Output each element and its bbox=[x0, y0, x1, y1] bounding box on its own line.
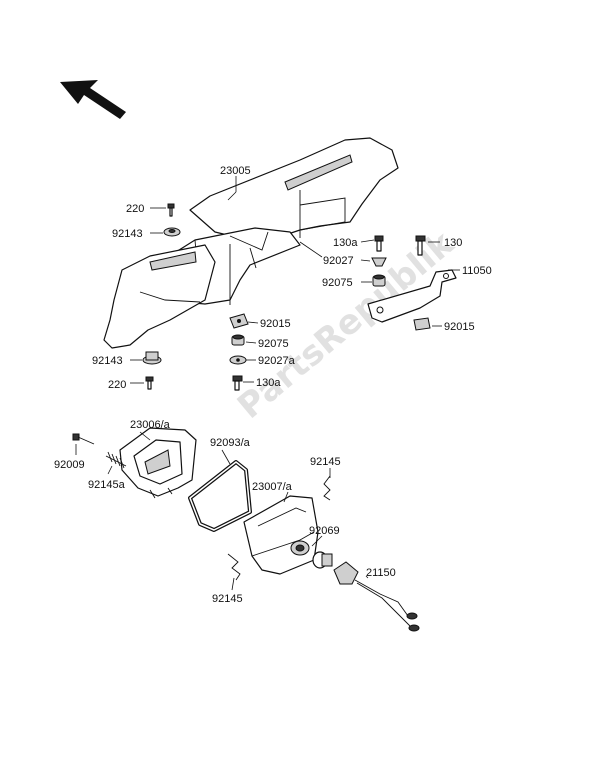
washer-92027a bbox=[229, 355, 247, 365]
label-92075-mid: 92075 bbox=[258, 338, 289, 350]
label-11050: 11050 bbox=[462, 265, 492, 277]
label-220-bot: 220 bbox=[108, 379, 126, 391]
housing-frame-23006a bbox=[119, 427, 197, 499]
label-130: 130 bbox=[444, 237, 462, 249]
bolt-130 bbox=[415, 235, 426, 256]
spring-92145-right bbox=[323, 475, 331, 501]
bolt-130a-mid bbox=[232, 375, 243, 391]
bolt-130a-right bbox=[374, 235, 384, 252]
label-23006a: 23006/a bbox=[130, 419, 171, 431]
label-23005: 23005 bbox=[220, 165, 251, 177]
label-92075-right: 92075 bbox=[322, 277, 353, 289]
label-92143-bot: 92143 bbox=[92, 355, 123, 367]
bolt-220-top bbox=[167, 203, 175, 217]
label-92015-right: 92015 bbox=[444, 321, 475, 333]
label-92015-mid: 92015 bbox=[260, 318, 291, 330]
screw-92009 bbox=[72, 433, 95, 445]
label-92069: 92069 bbox=[309, 525, 340, 537]
label-130a-right: 130a bbox=[333, 237, 358, 249]
label-23007a: 23007/a bbox=[252, 481, 293, 493]
label-220-top: 220 bbox=[126, 203, 144, 215]
spring-92145-bot bbox=[227, 553, 241, 581]
label-92093a: 92093/a bbox=[210, 437, 251, 449]
socket-wiring-21150 bbox=[333, 561, 420, 632]
label-92145a: 92145a bbox=[88, 479, 126, 491]
damper-92075-mid bbox=[231, 334, 245, 346]
grommet-92143-top bbox=[163, 227, 181, 237]
nut-92027 bbox=[371, 257, 387, 267]
bulb-92069 bbox=[312, 551, 333, 569]
label-92145-bot: 92145 bbox=[212, 593, 243, 605]
grommet-92143-bot bbox=[142, 351, 162, 365]
label-92009: 92009 bbox=[54, 459, 85, 471]
label-92027: 92027 bbox=[323, 255, 354, 267]
direction-arrow-icon bbox=[60, 80, 126, 119]
headlight-cover-23005 bbox=[103, 137, 399, 349]
bracket-11050 bbox=[367, 269, 457, 323]
leader-lines bbox=[75, 176, 460, 591]
gasket-92093a bbox=[188, 460, 252, 532]
spring-92145a bbox=[105, 451, 127, 469]
label-92145-right: 92145 bbox=[310, 456, 341, 468]
part-labels: 23005 220 92143 130a 130 11050 92027 920… bbox=[54, 165, 492, 605]
bolt-220-bot bbox=[145, 376, 154, 390]
label-92027a: 92027a bbox=[258, 355, 296, 367]
damper-92075-right bbox=[372, 274, 386, 287]
label-21150: 21150 bbox=[366, 567, 396, 579]
nut-92015-mid bbox=[229, 313, 249, 329]
nut-92015-right bbox=[413, 317, 431, 331]
lamp-body-23007a bbox=[243, 495, 319, 575]
label-92143-top: 92143 bbox=[112, 228, 143, 240]
label-130a-mid: 130a bbox=[256, 377, 281, 389]
